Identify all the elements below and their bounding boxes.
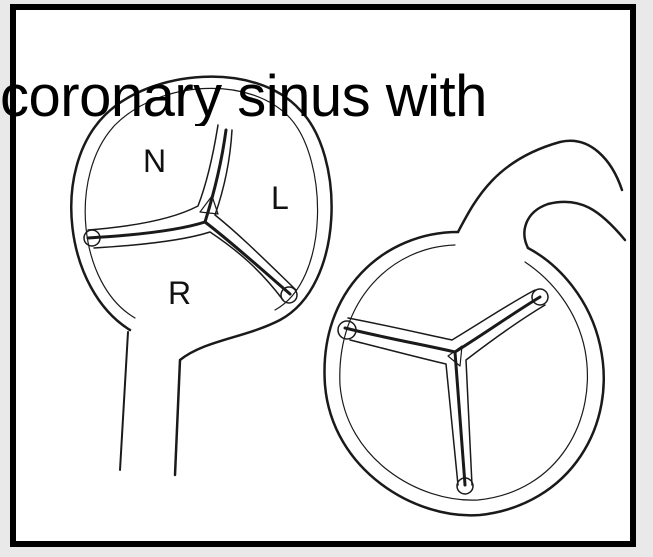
cusp-label-l: L xyxy=(271,180,289,216)
caption-text: coronary sinus with xyxy=(0,68,653,126)
cusp-label-r: R xyxy=(168,275,191,311)
coronary-sinus-tube xyxy=(458,141,622,232)
cusp-label-n: N xyxy=(143,143,166,179)
right-valve xyxy=(324,141,625,516)
left-valve: N L R xyxy=(71,77,331,475)
left-valve-outline xyxy=(71,77,331,475)
right-valve-leaflets xyxy=(338,289,548,494)
